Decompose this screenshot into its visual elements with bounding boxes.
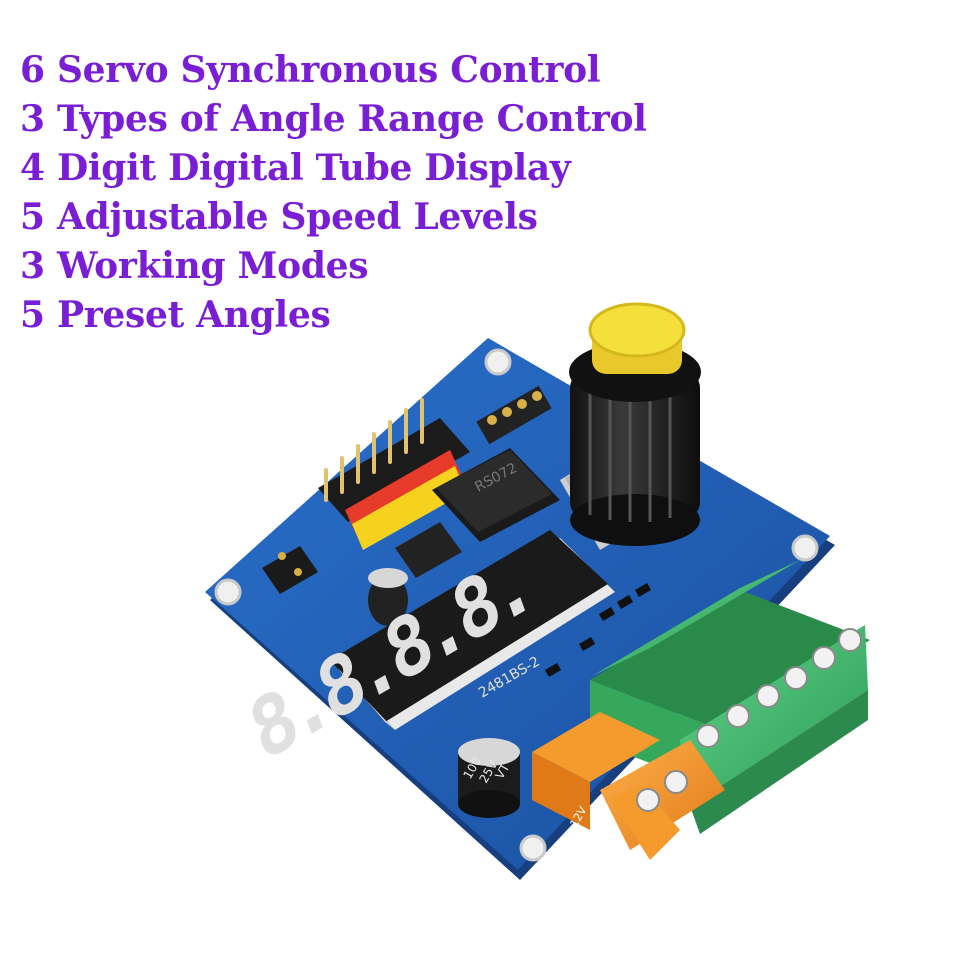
feature-list: 6 Servo Synchronous Control 3 Types of A… [20, 46, 647, 340]
mount-hole-icon [519, 834, 547, 862]
driver-chip [395, 522, 462, 578]
mcu-chip: RS072 [432, 448, 560, 542]
orange-terminal-block [532, 712, 725, 860]
mount-hole-icon [791, 534, 819, 562]
uart-header [476, 385, 552, 445]
feature-item: 3 Types of Angle Range Control [20, 98, 647, 140]
mount-hole-icon [484, 348, 512, 376]
jumper [262, 546, 318, 594]
capacitor-small [368, 568, 408, 626]
mount-hole-icon [214, 578, 242, 606]
feature-item: 5 Adjustable Speed Levels [20, 196, 538, 238]
feature-item: 3 Working Modes [20, 245, 369, 287]
feature-item: 5 Preset Angles [20, 294, 331, 336]
potentiometer-knob[interactable] [560, 302, 701, 550]
feature-item: 4 Digit Digital Tube Display [20, 147, 571, 189]
servo-pin-header [318, 398, 470, 550]
electrolytic-capacitor: 100 25V VT [458, 738, 520, 818]
feature-item: 6 Servo Synchronous Control [20, 49, 601, 91]
smd-components [544, 583, 652, 677]
